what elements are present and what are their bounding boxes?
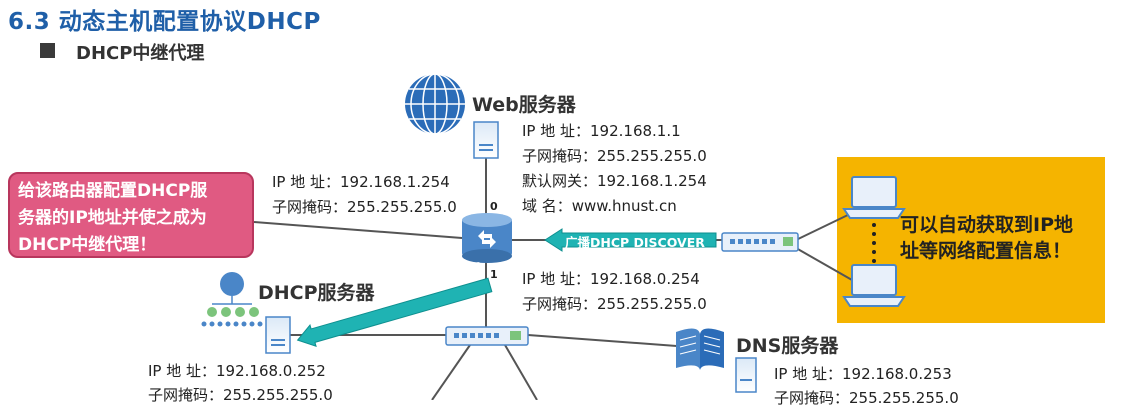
note-line: 可以自动获取到IP地 [900,214,1073,236]
router-iface1-mask: 子网掩码：255.255.255.0 [522,295,707,313]
router-iface0-mask: 子网掩码：255.255.255.0 [272,198,457,216]
page-subtitle: DHCP中继代理 [76,43,205,64]
laptop-bottom-icon [842,264,906,307]
callout-line: DHCP中继代理！ [18,235,157,255]
broadcast-label: 广播DHCP DISCOVER [565,235,705,250]
router-icon [462,213,512,263]
switch-bottom-icon [445,326,529,346]
web-gateway: 默认网关：192.168.1.254 [522,172,707,190]
web-ip: IP 地 址：192.168.1.1 [522,122,681,140]
dns-server-label: DNS服务器 [736,335,839,357]
page-title: 6.3 动态主机配置协议DHCP [8,9,321,35]
callout-line: 务器的IP地址并使之成为 [18,208,207,228]
dhcp-people-icon [201,272,263,327]
book-icon [676,328,724,370]
web-server-label: Web服务器 [472,94,576,116]
web-domain: 域 名：www.hnust.cn [522,197,677,215]
note-text: 可以自动获取到IP地 址等网络配置信息！ [900,212,1073,264]
dns-ip: IP 地 址：192.168.0.253 [774,365,952,383]
dhcp-server-icon [265,316,291,354]
router-iface1-ip: IP 地 址：192.168.0.254 [522,270,700,288]
note-line: 址等网络配置信息！ [900,240,1072,262]
dhcp-mask: 子网掩码：255.255.255.0 [148,386,333,404]
router-port-0: 0 [490,200,498,213]
unicast-arrow [296,277,493,348]
switch-right-icon [721,232,799,252]
ellipsis-dots-icon [872,223,876,263]
callout-line: 给该路由器配置DHCP服 [18,181,208,201]
bullet-square-icon [40,43,55,58]
web-mask: 子网掩码：255.255.255.0 [522,147,707,165]
broadcast-arrow [544,228,717,252]
dhcp-server-label: DHCP服务器 [258,282,375,304]
web-server-icon [473,121,499,159]
relay-callout: 给该路由器配置DHCP服 务器的IP地址并使之成为 DHCP中继代理！ [8,172,254,258]
dns-mask: 子网掩码：255.255.255.0 [774,389,959,407]
globe-icon [405,73,465,135]
router-iface0-ip: IP 地 址：192.168.1.254 [272,173,450,191]
dhcp-ip: IP 地 址：192.168.0.252 [148,362,326,380]
router-port-1: 1 [490,268,498,281]
laptop-top-icon [842,176,906,219]
dns-server-icon [735,357,757,393]
